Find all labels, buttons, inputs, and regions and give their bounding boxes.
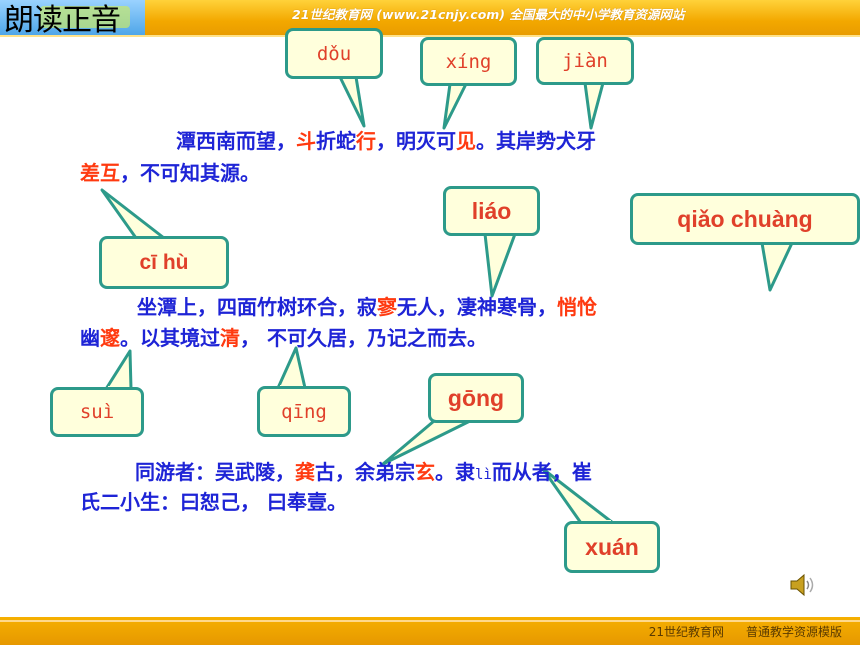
text-run: ， 不可久居，乃记之而去。 bbox=[240, 326, 487, 350]
footer-label: 普通教学资源模版 bbox=[745, 625, 842, 639]
text-run: 同游者：吴武陵， bbox=[135, 460, 295, 484]
header-site-text: 21世纪教育网 (www.21cnjy.com) 全国最大的中小学教育资源网站 bbox=[292, 7, 685, 22]
highlight-char: 见 bbox=[456, 129, 476, 153]
highlight-char: 寥 bbox=[377, 295, 397, 319]
text-run: 幽 bbox=[80, 326, 100, 350]
pointer-dou bbox=[338, 75, 366, 128]
paragraph-3-line-2: 氏二小生：曰恕己， 曰奉壹。 bbox=[80, 485, 347, 519]
highlight-char: 清 bbox=[220, 326, 240, 350]
footer-text: 21世纪教育网 普通教学资源模版 bbox=[627, 623, 842, 640]
text-run: 。其岸势犬牙 bbox=[476, 129, 596, 153]
pinyin-callout-liao: liáo bbox=[443, 186, 540, 236]
text-run: 古，余弟宗 bbox=[315, 460, 415, 484]
pointer-jian bbox=[583, 81, 605, 130]
text-run: 坐潭上，四面竹树环合，寂 bbox=[137, 295, 377, 319]
pointer-cihu bbox=[100, 188, 166, 240]
highlight-char: 邃 bbox=[100, 326, 120, 350]
text-run: ，不可知其源。 bbox=[120, 161, 260, 185]
text-run: 而从者，崔 bbox=[491, 460, 592, 484]
slide-title: 朗读正音 bbox=[4, 3, 121, 38]
inline-pinyin: lì bbox=[475, 467, 492, 483]
highlight-char: 斗 bbox=[296, 129, 316, 153]
pinyin-callout-cihu: cī hù bbox=[99, 236, 229, 289]
paragraph-2-line-2: 幽邃。以其境过清， 不可久居，乃记之而去。 bbox=[80, 321, 487, 355]
text-run: 氏二小生：曰恕己， 曰奉壹。 bbox=[80, 490, 347, 514]
highlight-char: 差互 bbox=[80, 161, 120, 185]
text-run: 。以其境过 bbox=[120, 326, 220, 350]
paragraph-3-line-1: 同游者：吴武陵，龚古，余弟宗玄。隶lì而从者，崔 bbox=[135, 455, 592, 492]
text-run: 无人，凄神寒骨， bbox=[397, 295, 557, 319]
pinyin-callout-dou: dǒu bbox=[285, 28, 383, 79]
text-run: 。隶 bbox=[435, 460, 475, 484]
paragraph-1-line-2: 差互，不可知其源。 bbox=[80, 156, 260, 190]
pinyin-callout-gong: gōng bbox=[428, 373, 524, 423]
pinyin-callout-qiaochuang: qiǎo chuàng bbox=[630, 193, 860, 245]
footer-bar: 21世纪教育网 普通教学资源模版 bbox=[0, 617, 860, 645]
paragraph-2-line-1: 坐潭上，四面竹树环合，寂寥无人，凄神寒骨，悄怆 bbox=[137, 290, 597, 324]
highlight-char: 龚 bbox=[295, 460, 315, 484]
pinyin-callout-xing: xíng bbox=[420, 37, 517, 86]
pointer-sui bbox=[104, 349, 133, 391]
highlight-char: 行 bbox=[356, 129, 376, 153]
text-run: 潭西南而望， bbox=[176, 129, 296, 153]
pinyin-callout-xuan: xuán bbox=[564, 521, 660, 573]
footer-site: 21世纪教育网 bbox=[648, 625, 724, 639]
text-run: ，明灭可 bbox=[376, 129, 456, 153]
logo bbox=[0, 0, 145, 35]
text-run: 折蛇 bbox=[316, 129, 356, 153]
header-bar: 21世纪教育网 (www.21cnjy.com) 全国最大的中小学教育资源网站 bbox=[0, 0, 860, 35]
highlight-char: 悄怆 bbox=[557, 295, 597, 319]
pinyin-callout-qing: qīng bbox=[257, 386, 351, 437]
pointer-qiaochuang bbox=[760, 241, 794, 292]
speaker-icon[interactable] bbox=[788, 572, 816, 598]
paragraph-1-line-1: 潭西南而望，斗折蛇行，明灭可见。其岸势犬牙 bbox=[176, 124, 596, 158]
pointer-liao bbox=[483, 232, 517, 298]
pinyin-callout-sui: suì bbox=[50, 387, 144, 437]
header-divider bbox=[0, 35, 860, 37]
highlight-char: 玄 bbox=[415, 460, 435, 484]
pinyin-callout-jian: jiàn bbox=[536, 37, 634, 85]
pointer-xing bbox=[442, 82, 468, 130]
